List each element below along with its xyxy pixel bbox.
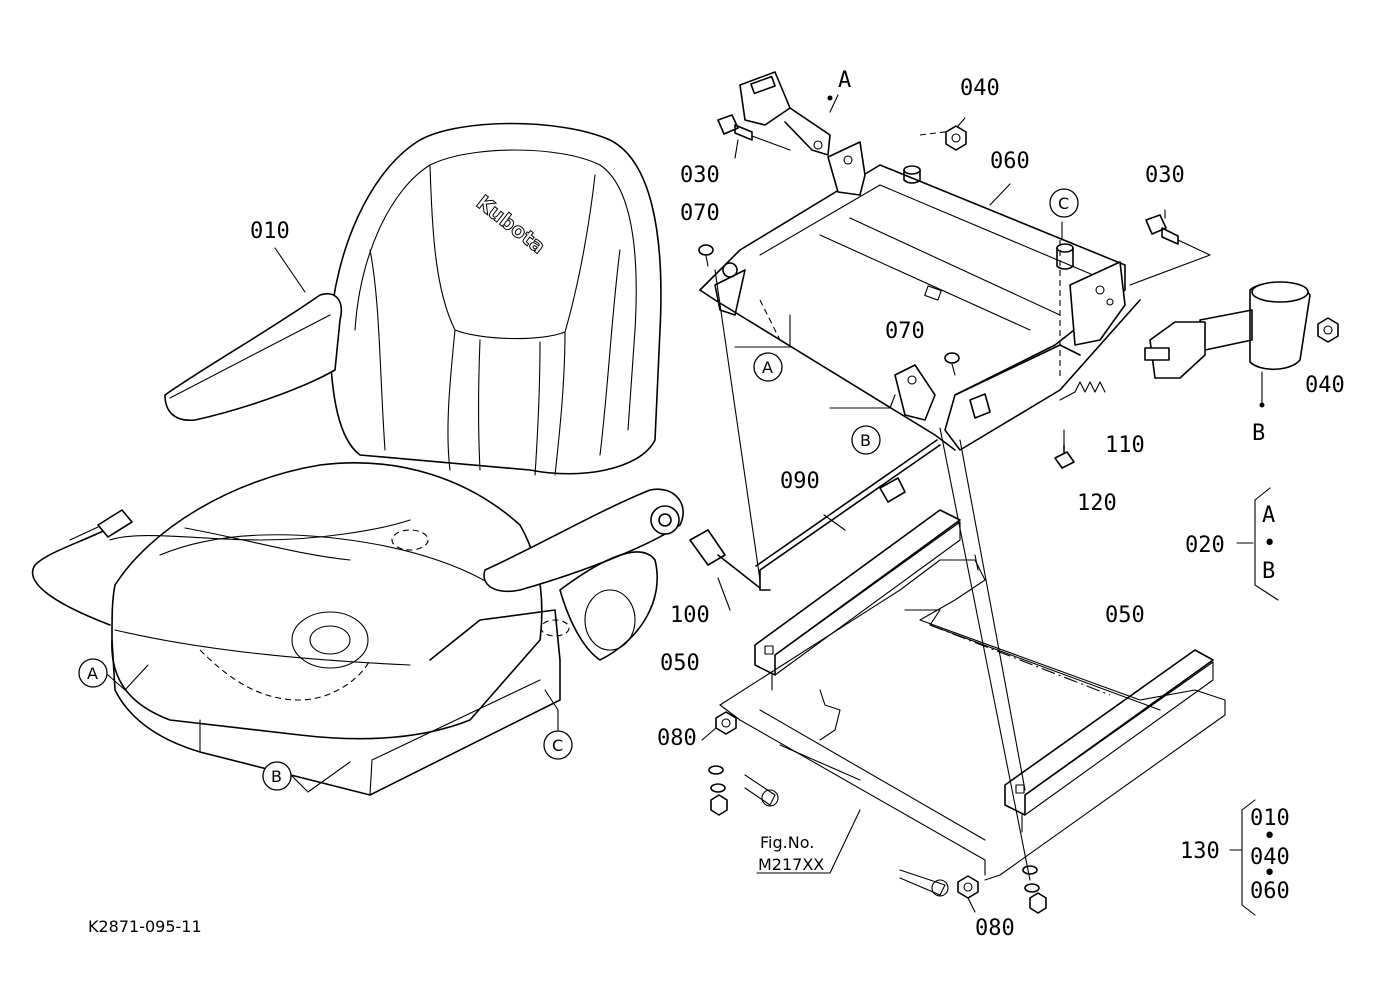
group-130-separator-2: • — [1263, 861, 1276, 886]
part-labels: 010 030 030 040 040 060 070 070 110 120 … — [250, 76, 1345, 941]
diagram-id: K2871-095-11 — [88, 917, 202, 936]
label-030-left: 030 — [680, 163, 720, 188]
circle-b-frame-letter: B — [860, 431, 871, 450]
group-130-item-040: 040 — [1250, 845, 1290, 870]
group-020-separator: • — [1263, 531, 1276, 556]
frame-leaders — [734, 183, 1063, 409]
circle-c-seat — [543, 730, 573, 760]
label-060: 060 — [990, 149, 1030, 174]
label-130: 130 — [1180, 839, 1220, 864]
group-brackets — [1229, 487, 1279, 916]
circle-c-frame-letter: C — [1058, 194, 1069, 213]
ref-a-buckle: A — [838, 68, 851, 93]
label-070-left: 070 — [680, 201, 720, 226]
figure-ref-leader — [756, 809, 861, 874]
label-080-left: 080 — [657, 726, 697, 751]
seat-assembly: Kubota — [31, 122, 684, 796]
fasteners-bottom — [701, 427, 1047, 914]
label-100: 100 — [670, 603, 710, 628]
circle-b-seat-letter: B — [271, 767, 282, 786]
label-110: 110 — [1105, 433, 1145, 458]
group-130-separator-1: • — [1263, 824, 1276, 849]
figure-reference-number: M217XX — [758, 855, 824, 874]
circle-a-seat — [78, 658, 108, 688]
seat-belt-buckle — [739, 71, 839, 156]
group-020-item-b: B — [1262, 559, 1275, 584]
label-050-right: 050 — [1105, 603, 1145, 628]
circle-c-frame — [1049, 188, 1079, 218]
circle-a-frame-letter: A — [762, 358, 773, 377]
label-020: 020 — [1185, 533, 1225, 558]
group-130-item-010: 010 — [1250, 806, 1290, 831]
label-040-right: 040 — [1305, 373, 1345, 398]
seat-leaders — [107, 247, 559, 793]
circle-b-frame — [851, 425, 881, 455]
circle-c-seat-letter: C — [552, 736, 563, 755]
label-040-top: 040 — [960, 76, 1000, 101]
circled-reference-marks: A B C A B C — [78, 188, 1079, 791]
adjuster-lever — [689, 269, 941, 611]
seat-rails — [719, 509, 1226, 897]
group-020-item-a: A — [1262, 503, 1275, 528]
seat-bracket-assembly — [699, 129, 1141, 451]
circle-b-seat — [262, 761, 292, 791]
label-080-bottom: 080 — [975, 916, 1015, 941]
circle-a-frame — [753, 352, 783, 382]
label-050-left: 050 — [660, 651, 700, 676]
circle-a-seat-letter: A — [87, 664, 98, 683]
figure-reference-label: Fig.No. — [760, 833, 814, 852]
seat-belt-retractor — [1144, 281, 1311, 408]
group-130-item-060: 060 — [1250, 879, 1290, 904]
label-030-right: 030 — [1145, 163, 1185, 188]
label-120: 120 — [1077, 491, 1117, 516]
label-070-middle: 070 — [885, 319, 925, 344]
figure-reference: Fig.No. M217XX — [758, 833, 824, 874]
ref-b-retractor: B — [1252, 421, 1265, 446]
label-010: 010 — [250, 219, 290, 244]
fasteners-top — [698, 114, 1339, 469]
reference-marks: A B — [838, 68, 1265, 446]
label-090: 090 — [780, 469, 820, 494]
